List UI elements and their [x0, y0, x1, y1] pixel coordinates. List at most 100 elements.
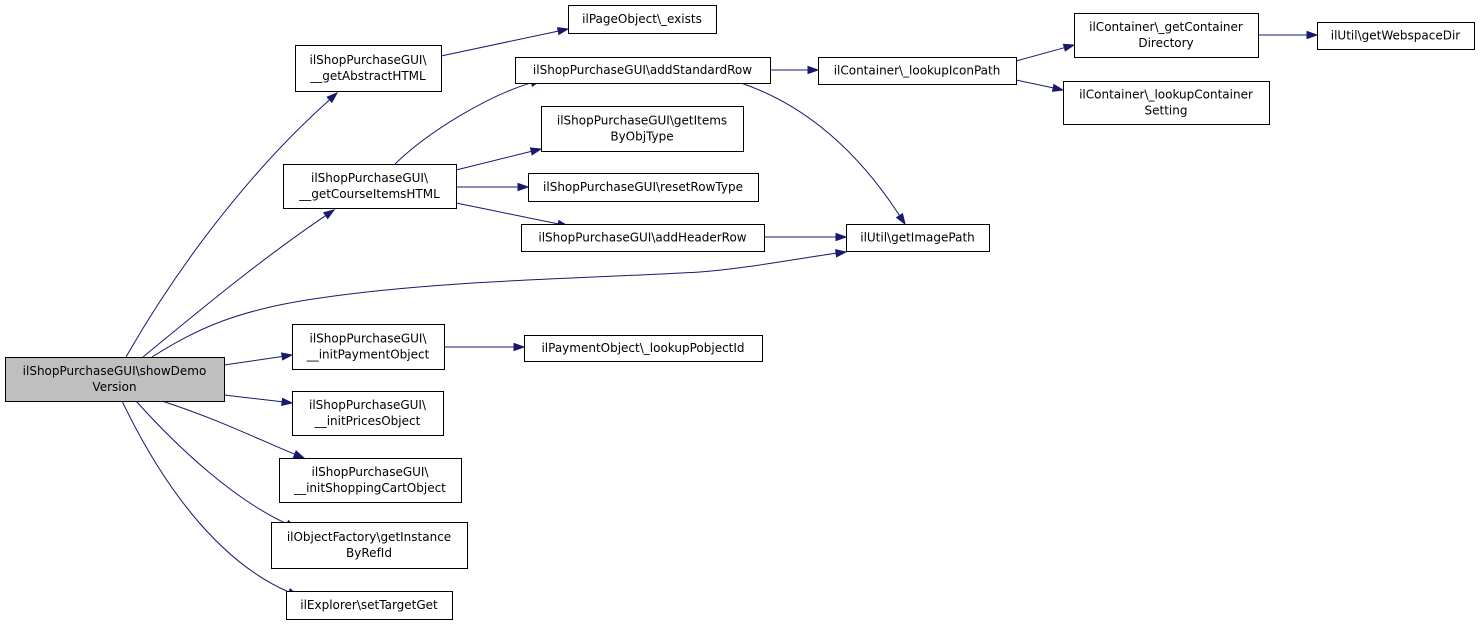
edge-arrowhead — [1051, 83, 1065, 92]
node-box — [1074, 13, 1259, 58]
edge-line — [1015, 79, 1054, 89]
edge-arrowhead — [1062, 43, 1076, 52]
node-label: Version — [92, 380, 136, 394]
node-pageExists[interactable]: ilPageObject\_exists — [568, 5, 717, 34]
node-label: ilExplorer\setTargetGet — [300, 598, 438, 612]
node-box — [541, 106, 744, 152]
edge-arrowhead — [895, 212, 906, 226]
edge-arrowhead — [513, 342, 526, 352]
node-box — [283, 164, 457, 209]
edge-arrowhead — [529, 147, 543, 156]
node-resetRowType[interactable]: ilShopPurchaseGUI\resetRowType — [528, 173, 759, 202]
node-box — [515, 57, 771, 84]
node-box — [271, 522, 468, 569]
node-label: ilContainer\_lookupIconPath — [834, 64, 1001, 78]
node-box — [521, 224, 765, 252]
edge-showDemoVersion-to-getAbstractHTML — [125, 91, 339, 358]
edge-line — [394, 82, 532, 165]
edge-showDemoVersion-to-getInstanceByRefId — [135, 400, 298, 529]
edge-lookupIconPath-to-getContainerDirectory — [1015, 43, 1076, 62]
node-label: ilShopPurchaseGUI\addStandardRow — [533, 63, 752, 77]
edge-arrowhead — [281, 352, 294, 361]
edge-showDemoVersion-to-getImagePath — [151, 249, 848, 358]
edge-line — [142, 215, 326, 358]
node-addStandardRow[interactable]: ilShopPurchaseGUI\addStandardRow — [515, 57, 771, 84]
edge-showDemoVersion-to-getCourseItemsHTML — [142, 209, 336, 358]
edges-layer — [121, 27, 1319, 597]
node-label: ilObjectFactory\getInstance — [287, 530, 451, 544]
node-getWebspaceDir[interactable]: ilUtil\getWebspaceDir — [1317, 22, 1475, 50]
node-label: ilShopPurchaseGUI\ — [309, 398, 427, 412]
node-box — [568, 5, 717, 34]
edge-line — [1015, 47, 1065, 62]
edge-getCourseItemsHTML-to-resetRowType — [456, 182, 530, 192]
node-label: ilUtil\getWebspaceDir — [1331, 29, 1461, 43]
edge-line — [223, 394, 283, 403]
node-label: ilContainer\_lookupContainer — [1079, 88, 1253, 102]
edge-line — [161, 400, 295, 455]
node-label: ilPageObject\_exists — [582, 12, 702, 26]
node-box — [528, 173, 759, 202]
edge-getCourseItemsHTML-to-getItemsByObjType — [455, 147, 543, 171]
edge-arrowhead — [322, 209, 336, 220]
node-label: ByRefId — [346, 546, 392, 560]
node-box — [292, 391, 444, 436]
edge-line — [223, 356, 283, 366]
edge-addStandardRow-to-lookupIconPath — [770, 65, 820, 75]
node-getAbstractHTML[interactable]: ilShopPurchaseGUI\ __getAbstractHTML — [295, 45, 442, 92]
edge-arrowhead — [326, 91, 339, 104]
node-box — [1063, 81, 1270, 125]
edge-addHeaderRow-to-getImagePath — [764, 232, 848, 242]
edge-line — [740, 82, 901, 216]
edge-showDemoVersion-to-initShoppingCartObject — [161, 400, 306, 459]
node-lookupPobjectId[interactable]: ilPaymentObject\_lookupPobjectId — [524, 335, 763, 362]
node-setTargetGet[interactable]: ilExplorer\setTargetGet — [286, 591, 453, 620]
node-initPaymentObject[interactable]: ilShopPurchaseGUI\ __initPaymentObject — [292, 324, 445, 370]
node-label: Setting — [1145, 104, 1188, 118]
node-label: Directory — [1138, 36, 1193, 50]
edge-line — [455, 202, 559, 225]
node-label: __getAbstractHTML — [309, 69, 426, 83]
edge-getAbstractHTML-to-pageExists — [440, 27, 570, 57]
node-label: ilUtil\getImagePath — [860, 231, 975, 245]
node-initShoppingCartObject[interactable]: ilShopPurchaseGUI\__initShoppingCartObje… — [279, 458, 462, 503]
node-label: ilPaymentObject\_lookupPobjectId — [541, 341, 744, 355]
node-label: ilShopPurchaseGUI\ — [311, 171, 429, 185]
edge-arrowhead — [556, 27, 570, 36]
edge-getCourseItemsHTML-to-addHeaderRow — [455, 202, 570, 228]
edge-line — [151, 252, 837, 358]
node-box — [286, 591, 453, 620]
node-label: ByObjType — [610, 130, 673, 144]
node-lookupIconPath[interactable]: ilContainer\_lookupIconPath — [818, 57, 1017, 85]
edge-showDemoVersion-to-initPaymentObject — [223, 352, 294, 366]
node-label: ilShopPurchaseGUI\resetRowType — [543, 180, 743, 194]
edge-arrowhead — [517, 182, 530, 192]
node-getImagePath[interactable]: ilUtil\getImagePath — [846, 224, 990, 252]
edge-arrowhead — [807, 65, 820, 75]
edge-arrowhead — [835, 232, 848, 242]
node-label: __initShoppingCartObject — [293, 481, 446, 495]
edge-addStandardRow-to-getImagePath — [740, 82, 906, 226]
node-box — [1317, 22, 1475, 50]
node-initPricesObject[interactable]: ilShopPurchaseGUI\__initPricesObject — [292, 391, 444, 436]
edge-arrowhead — [835, 249, 848, 258]
node-label: ilShopPurchaseGUI\ — [309, 53, 427, 67]
node-label: ilShopPurchaseGUI\ — [309, 332, 427, 346]
edge-arrowhead — [1306, 30, 1319, 40]
node-addHeaderRow[interactable]: ilShopPurchaseGUI\addHeaderRow — [521, 224, 765, 252]
node-box — [846, 224, 990, 252]
node-label: ilContainer\_getContainer — [1089, 20, 1243, 34]
node-getCourseItemsHTML[interactable]: ilShopPurchaseGUI\__getCourseItemsHTML — [283, 164, 457, 209]
edge-line — [440, 30, 559, 57]
edge-arrowhead — [292, 450, 306, 459]
node-label: __initPaymentObject — [306, 348, 430, 362]
node-box — [295, 45, 442, 92]
edge-getCourseItemsHTML-to-addStandardRow — [394, 78, 543, 165]
